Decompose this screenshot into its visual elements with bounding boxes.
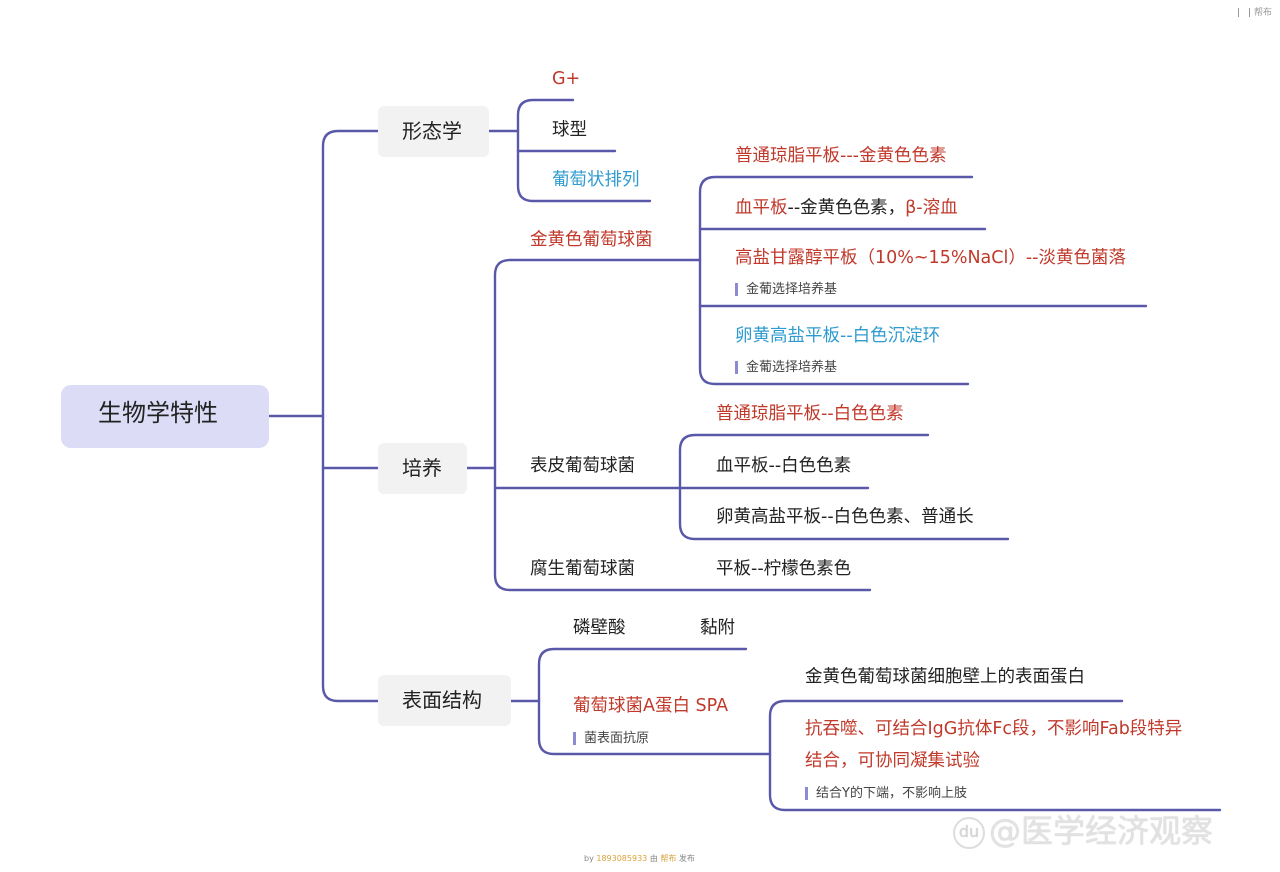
aureus-mannitol-note: 金葡选择培养基 <box>735 283 837 296</box>
footer-brand[interactable]: 帮布 <box>660 854 677 863</box>
footer-user[interactable]: 1893085933 <box>596 854 648 863</box>
watermark-text: @医学经济观察 <box>989 812 1214 850</box>
teichoic-adhesion[interactable]: 黏附 <box>700 618 735 638</box>
aureus-blood-agar-pigment: --金黄色色素， <box>787 198 906 218</box>
culture-connectors <box>465 258 872 592</box>
aureus-blood-agar-name: 血平板 <box>735 198 788 218</box>
node-culture-label: 培养 <box>402 456 442 480</box>
epidermidis-egg-yolk-agar[interactable]: 卵黄高盐平板--白色色素、普通长 <box>716 507 974 527</box>
root-node[interactable] <box>61 385 269 448</box>
node-protein-a-spa[interactable]: 葡萄球菌A蛋白 SPA <box>573 696 729 716</box>
node-morphology-label: 形态学 <box>402 119 462 143</box>
aureus-connectors <box>698 175 1148 386</box>
spa-surface-protein[interactable]: 金黄色葡萄球菌细胞壁上的表面蛋白 <box>805 667 1085 687</box>
node-surface-label: 表面结构 <box>402 688 482 712</box>
node-surface[interactable] <box>378 675 511 726</box>
aureus-mannitol-salt-agar[interactable]: 高盐甘露醇平板（10%~15%NaCl）--淡黄色菌落 <box>735 248 1126 268</box>
aureus-blood-agar[interactable]: 血平板--金黄色色素，β-溶血 <box>735 198 958 218</box>
brand-icon <box>1237 8 1250 17</box>
epidermidis-connectors <box>678 433 1010 541</box>
morph-gram-positive[interactable]: G+ <box>552 69 581 89</box>
spa-function-line2[interactable]: 结合，可协同凝集试验 <box>805 751 980 771</box>
node-epidermidis[interactable]: 表皮葡萄球菌 <box>530 456 635 476</box>
morph-spherical[interactable]: 球型 <box>552 120 587 140</box>
epidermidis-nutrient-agar[interactable]: 普通琼脂平板--白色色素 <box>716 404 904 424</box>
aureus-egg-yolk-note: 金葡选择培养基 <box>735 361 837 374</box>
morph-grape-cluster[interactable]: 葡萄状排列 <box>552 170 640 190</box>
surface-connectors <box>509 647 1222 812</box>
node-aureus[interactable]: 金黄色葡萄球菌 <box>530 230 653 250</box>
root-connectors <box>267 129 380 703</box>
spa-note: 菌表面抗原 <box>573 732 649 745</box>
aureus-blood-agar-hemolysis: β-溶血 <box>905 198 958 218</box>
aureus-nutrient-agar[interactable]: 普通琼脂平板---金黄色色素 <box>735 146 947 166</box>
node-culture[interactable] <box>378 443 467 494</box>
epidermidis-blood-agar[interactable]: 血平板--白色色素 <box>716 456 852 476</box>
spa-function-note: 结合Y的下端，不影响上肢 <box>805 787 967 800</box>
watermark: du@医学经济观察 <box>953 806 1213 852</box>
node-teichoic-acid[interactable]: 磷壁酸 <box>573 618 626 638</box>
footer-credit: by 1893085933 由 帮布 发布 <box>584 854 695 863</box>
du-badge-icon: du <box>953 817 985 849</box>
node-saprophyticus[interactable]: 腐生葡萄球菌 <box>530 559 635 579</box>
node-morphology[interactable] <box>378 106 489 157</box>
spa-function-line1[interactable]: 抗吞噬、可结合IgG抗体Fc段，不影响Fab段特异 <box>805 719 1183 739</box>
saprophyticus-agar[interactable]: 平板--柠檬色素色 <box>716 559 852 579</box>
aureus-egg-yolk-salt-agar[interactable]: 卵黄高盐平板--白色沉淀环 <box>735 326 941 346</box>
root-node-label: 生物学特性 <box>98 399 218 427</box>
morphology-connectors <box>487 98 652 203</box>
app-corner-label: 帮布 <box>1237 5 1272 18</box>
